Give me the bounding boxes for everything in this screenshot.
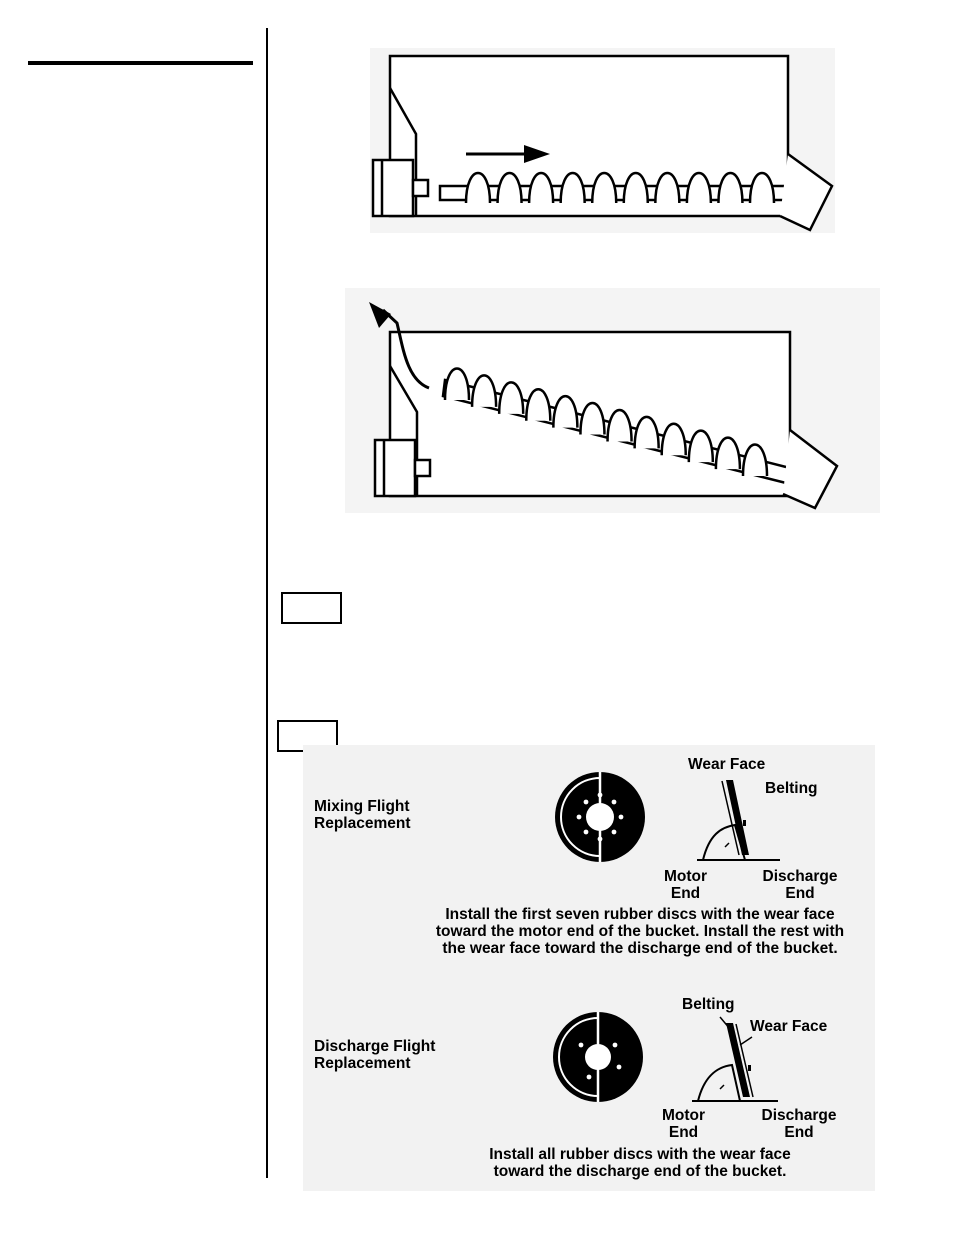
auger-flight: [552, 395, 579, 428]
auger-flight: [633, 415, 660, 449]
mixing-disc-icon: [555, 772, 645, 862]
header-rule: [28, 61, 253, 65]
auger-flight: [685, 171, 713, 204]
auger-flight: [714, 436, 742, 470]
mixing-belting-sideview: [697, 780, 780, 861]
mixing-motor-end-label: Motor End: [663, 868, 708, 902]
bucket-auger-horizontal-figure: [370, 48, 835, 233]
discharge-belting-label: Belting: [682, 996, 735, 1013]
auger-flight: [654, 171, 681, 204]
discharge-belting-sideview: [692, 1016, 778, 1102]
auger-flight: [622, 171, 650, 204]
bucket-auger-tilted-figure: [345, 288, 880, 513]
column-divider: [266, 28, 268, 1178]
auger-flight: [464, 171, 492, 204]
auger-flight: [443, 367, 471, 401]
discharge-instructions: Install all rubber discs with the wear f…: [489, 1146, 791, 1180]
auger-flight: [559, 171, 586, 204]
auger-flight: [496, 171, 523, 204]
auger-flight: [606, 408, 633, 442]
auger-flight: [741, 443, 769, 477]
auger-flight: [525, 388, 552, 421]
discharge-wear-face-label: Wear Face: [750, 1018, 828, 1035]
mixing-wear-face-label: Wear Face: [688, 756, 766, 773]
auger-flight: [748, 171, 776, 204]
auger-flight: [590, 171, 618, 204]
mixing-flight-title: Mixing Flight Replacement: [314, 798, 411, 832]
discharge-flight-title: Discharge Flight Replacement: [314, 1038, 436, 1072]
auger-flight: [497, 381, 525, 414]
auger-flight: [717, 171, 744, 204]
discharge-disc-icon: [553, 1012, 643, 1102]
auger-flight: [579, 402, 606, 435]
auger-flight: [527, 171, 555, 204]
mixing-instructions: Install the first seven rubber discs wit…: [435, 906, 845, 957]
auger-flight: [687, 429, 715, 463]
discharge-discharge-end-label: Discharge End: [761, 1107, 837, 1141]
mixing-discharge-end-label: Discharge End: [762, 868, 838, 902]
label-box-1: [281, 592, 342, 624]
discharge-motor-end-label: Motor End: [661, 1107, 706, 1141]
auger-flight: [660, 422, 687, 456]
auger-flight: [470, 374, 498, 407]
mixing-belting-label: Belting: [765, 780, 818, 797]
